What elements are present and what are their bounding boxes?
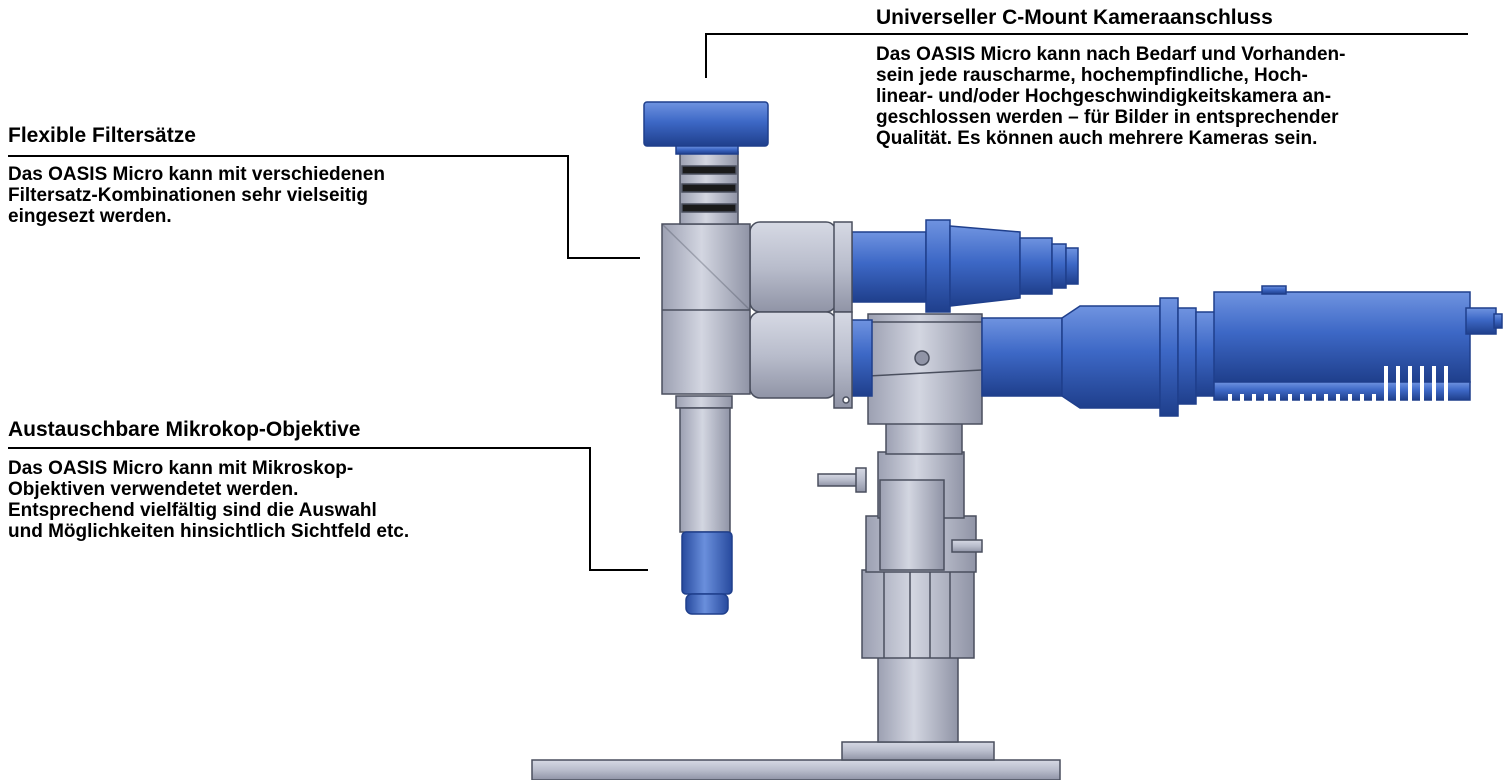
cmount-adapter [679, 151, 739, 225]
lower-relay-tube [849, 297, 1217, 417]
callout-camera: Universeller C-Mount Kameraanschluss Das… [876, 6, 1476, 149]
callout-filter-text: Das OASIS Micro kann mit verschiedenen F… [8, 164, 385, 227]
leader-lines [8, 33, 1468, 571]
callout-objective: Austauschbare Mikrokop-Objektive Das OAS… [8, 418, 568, 542]
filter-cylinders [749, 221, 853, 409]
side-camera [1213, 285, 1503, 402]
callout-filter-title: Flexible Filtersätze [8, 124, 196, 147]
leader-line-objective [8, 447, 648, 571]
callout-camera-title: Universeller C-Mount Kameraanschluss [876, 6, 1273, 29]
leader-line-camera [705, 33, 1468, 78]
upper-relay-tube [851, 219, 1079, 313]
leader-line-filter [8, 155, 640, 259]
callout-camera-text: Das OASIS Micro kann nach Bedarf und Vor… [876, 44, 1346, 149]
callout-objective-text: Das OASIS Micro kann mit Mikroskop- Obje… [8, 458, 410, 542]
top-camera [643, 101, 769, 155]
callout-objective-title: Austauschbare Mikrokop-Objektive [8, 418, 361, 441]
callout-filter: Flexible Filtersätze Das OASIS Micro kan… [8, 124, 548, 227]
base-plate [531, 741, 1061, 780]
stand-column [817, 421, 983, 743]
microscope-objective [675, 395, 733, 615]
mount-block [867, 313, 983, 425]
filter-cube [661, 223, 751, 395]
